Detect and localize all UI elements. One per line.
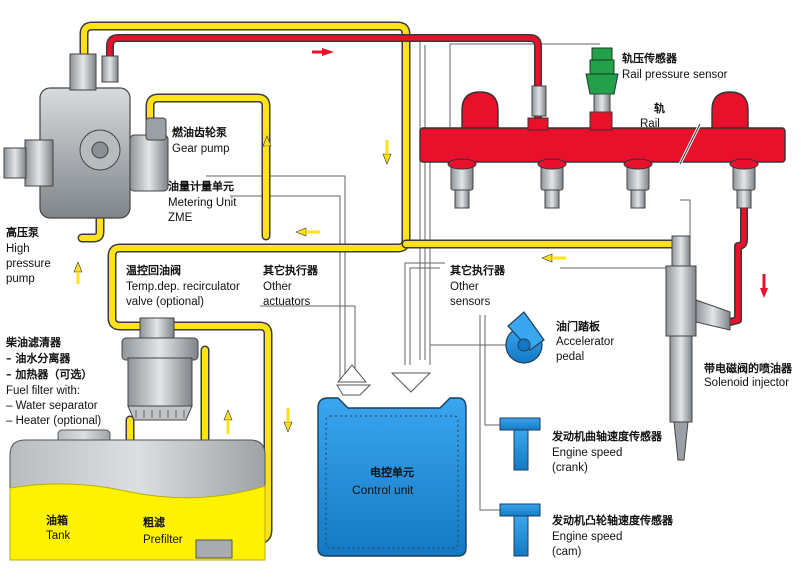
arrow-left-icon [295,227,307,237]
crank-sensor-label-en2: (crank) [552,462,588,474]
cam-speed-sensor [499,503,541,557]
arrow-up-icon [223,409,233,421]
arrow-left-icon [541,253,553,263]
crank-sensor-label-zh: 发动机曲轴速度传感器 [551,429,663,443]
crank-sensor-label-en1: Engine speed [552,447,622,459]
gear-pump-label-zh: 燃油齿轮泵 [171,125,227,139]
fuel-filter [121,317,199,421]
arrow-down-icon [283,421,293,433]
fuel-filter-label-zh3: – 加热器（可选） [6,367,92,381]
metering-unit-label-zme: ZME [168,212,193,224]
accelerator-label-en1: Accelerator [556,336,614,348]
rail [419,85,786,209]
accelerator-pedal [505,311,545,364]
rail-pressure-sensor [585,47,619,113]
metering-unit-label-en: Metering Unit [168,197,237,209]
metering-unit-label-zh: 油量计量单元 [168,179,234,193]
rail-pressure-sensor-label-en: Rail pressure sensor [622,69,728,81]
hp-pump-label-en2: pressure [6,258,51,270]
control-unit [317,397,467,557]
fuel-filter-label-zh1: 柴油滤清器 [5,335,62,349]
fuel-filter-label-en2: – Water separator [6,400,98,412]
other-sensors-label-zh: 其它执行器 [450,263,506,277]
hp-pump-label-en3: pump [6,273,35,285]
injector-label-en: Solenoid injector [704,377,789,389]
fuel-filter-label-en3: – Heater (optional) [6,415,101,427]
tank-label-en: Tank [46,530,71,542]
rail-label-zh: 轨 [654,101,665,115]
crank-speed-sensor [499,417,541,471]
arrow-down-icon [760,288,768,298]
other-actuators-label-en2: actuators [263,296,311,308]
arrow-up-icon [73,261,83,273]
hp-pump-label-zh: 高压泵 [6,225,39,239]
other-sensors-label-en2: sensors [450,296,491,308]
other-sensors-label-en1: Other [450,281,479,293]
rail-label-en: Rail [640,118,660,130]
low-pressure-fuel-lines [77,21,685,545]
high-pressure-lines [106,34,748,328]
control-unit-label-en: Control unit [352,483,414,497]
cam-sensor-label-en2: (cam) [552,546,582,558]
tank [9,429,266,561]
prefilter-label-en: Prefilter [143,534,183,546]
recirculator-label-en1: Temp.dep. recirculator [126,281,240,293]
recirculator-label-zh: 温控回油阀 [126,263,181,277]
tank-label-zh: 油箱 [46,513,68,527]
accelerator-label-en2: pedal [556,351,584,363]
flow-arrows [73,48,768,434]
injector-label-zh: 带电磁阀的喷油器 [704,361,793,375]
gear-pump-label-en: Gear pump [172,143,230,155]
high-pressure-pump [3,53,169,219]
rail-pressure-sensor-label-zh: 轨压传感器 [622,51,678,65]
solenoid-injector [665,235,731,461]
control-unit-label-zh: 电控单元 [370,465,414,479]
recirculator-label-en2: valve (optional) [126,296,204,308]
fuel-filter-label-en1: Fuel filter with: [6,385,80,397]
accelerator-label-zh: 油门踏板 [556,319,601,333]
cam-sensor-label-en1: Engine speed [552,531,622,543]
arrow-down-icon [382,153,392,165]
other-actuators-label-en1: Other [263,281,292,293]
hp-pump-label-en1: High [6,243,30,255]
prefilter-label-zh: 粗滤 [143,515,165,529]
other-actuators-label-zh: 其它执行器 [263,263,319,277]
arrow-right-icon [322,48,334,56]
labels: 轨压传感器 Rail pressure sensor 轨 Rail 燃油齿轮泵 … [5,51,793,558]
fuel-filter-label-zh2: – 油水分离器 [6,351,71,365]
cam-sensor-label-zh: 发动机凸轮轴速度传感器 [551,513,674,527]
